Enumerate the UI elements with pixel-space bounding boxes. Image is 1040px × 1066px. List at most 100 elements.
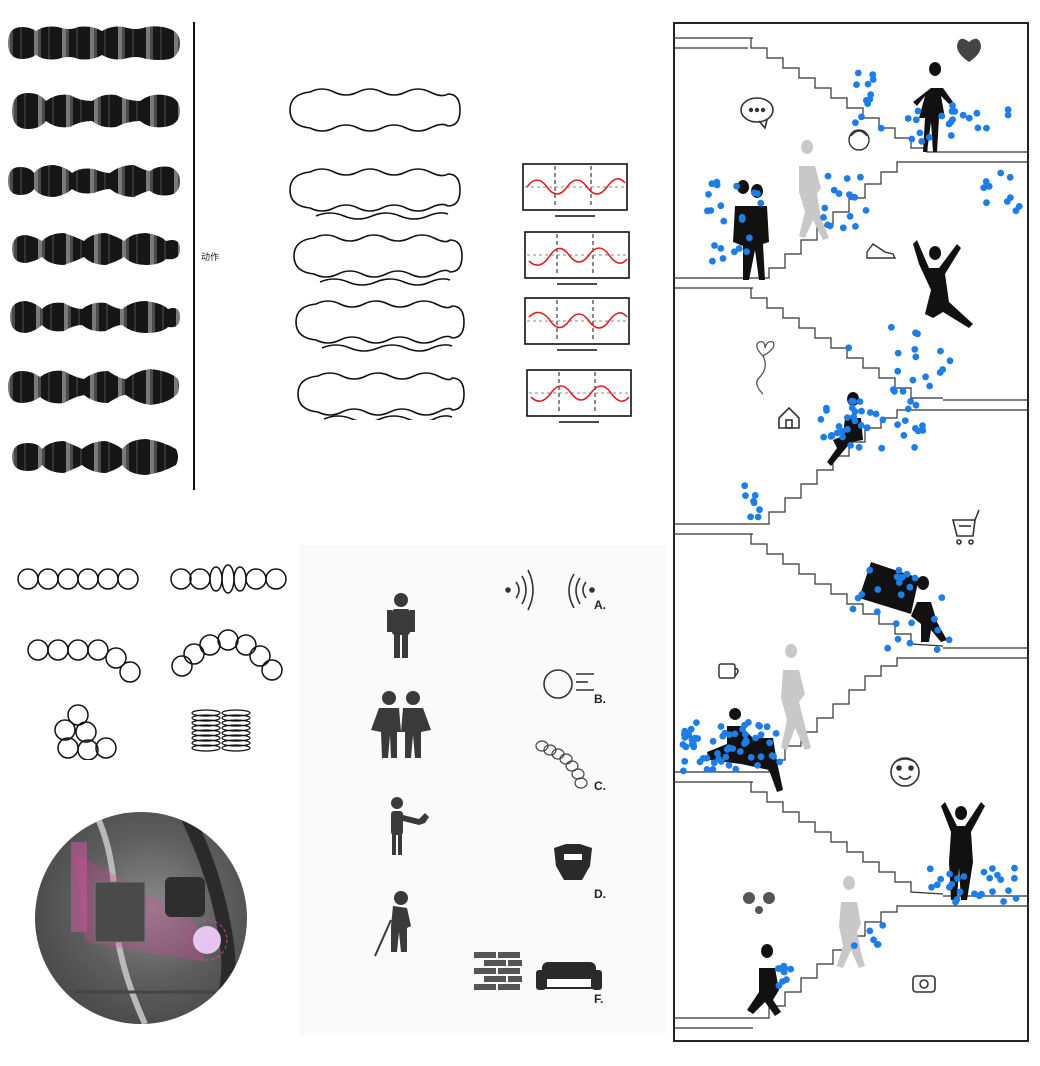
blue-ball xyxy=(742,492,749,499)
blue-ball xyxy=(828,432,835,439)
blue-ball xyxy=(732,765,740,773)
blue-ball xyxy=(997,169,1005,177)
blue-ball xyxy=(898,574,906,581)
blue-ball xyxy=(835,190,843,198)
blue-ball xyxy=(891,387,898,395)
blue-ball xyxy=(925,134,933,141)
blue-ball xyxy=(946,357,954,365)
walking-ghost-silhouette-3 xyxy=(837,876,865,968)
circle-row-straight xyxy=(17,568,139,590)
house-icon xyxy=(778,406,800,429)
blue-ball xyxy=(853,81,860,88)
pushing-sofa-silhouette xyxy=(859,562,947,642)
blue-ball xyxy=(824,172,832,180)
circle-arrangements xyxy=(17,564,287,760)
speech-bubble-icon xyxy=(740,97,774,130)
blue-ball xyxy=(926,382,933,390)
blue-ball xyxy=(951,108,959,115)
blue-ball xyxy=(911,346,919,353)
blue-ball xyxy=(833,429,841,437)
blue-ball xyxy=(1003,198,1011,205)
blue-ball xyxy=(681,757,689,765)
option-label-d: D. xyxy=(594,887,606,901)
blue-ball xyxy=(878,444,886,452)
blue-ball xyxy=(938,594,946,601)
blue-ball xyxy=(879,416,887,424)
child-kneeling-silhouette xyxy=(747,944,781,1016)
woman-dancing-silhouette xyxy=(913,62,953,152)
blue-ball xyxy=(1015,203,1023,210)
blue-ball xyxy=(857,422,865,429)
blue-ball xyxy=(954,875,961,883)
blue-ball xyxy=(839,224,847,232)
blue-ball xyxy=(1004,111,1012,119)
blue-ball xyxy=(763,723,771,731)
coffee-cup-icon xyxy=(718,663,739,679)
blue-ball xyxy=(741,482,749,490)
cylinder-row-6 xyxy=(8,369,179,405)
blue-ball xyxy=(858,113,865,121)
sine-wave-panels xyxy=(522,163,632,423)
blue-ball xyxy=(907,398,914,405)
blue-ball xyxy=(752,734,759,742)
blue-ball xyxy=(908,135,916,143)
circle-row-bend xyxy=(27,639,141,683)
paw-balloons-icon xyxy=(743,892,775,914)
blue-ball xyxy=(906,583,914,591)
cylinder-row-4 xyxy=(12,233,180,265)
blue-ball xyxy=(770,753,777,760)
blue-ball xyxy=(926,865,934,873)
blue-ball xyxy=(817,416,825,423)
blue-ball xyxy=(844,414,851,421)
blue-ball xyxy=(1000,898,1007,905)
blue-ball xyxy=(931,615,938,623)
blue-ball xyxy=(851,193,859,201)
blue-ball xyxy=(1011,874,1018,882)
device-photo xyxy=(35,812,247,1024)
wavy-outline-5 xyxy=(297,372,465,416)
blue-ball xyxy=(893,573,901,581)
blue-ball xyxy=(754,762,761,769)
option-label-f: F. xyxy=(594,992,604,1006)
blue-ball xyxy=(980,868,988,876)
blue-ball xyxy=(862,207,870,214)
blue-ball xyxy=(725,761,733,769)
transformer-logo-icon xyxy=(554,844,592,880)
blue-ball xyxy=(717,202,725,210)
blue-ball xyxy=(845,344,853,352)
blue-ball xyxy=(854,69,862,77)
blue-ball xyxy=(757,731,765,739)
wavy-outlines xyxy=(289,88,465,420)
blue-ball xyxy=(895,566,903,574)
blue-ball xyxy=(869,76,877,83)
blue-ball xyxy=(739,725,746,733)
blue-ball xyxy=(975,892,983,900)
blue-ball xyxy=(895,579,903,586)
wavy-outline-1 xyxy=(289,88,461,132)
blue-ball xyxy=(900,432,908,439)
blue-ball xyxy=(945,636,953,644)
sound-waves-icon xyxy=(505,569,595,611)
blue-ball xyxy=(980,184,988,192)
blue-ball xyxy=(879,922,887,929)
blue-ball xyxy=(688,741,696,748)
blue-ball xyxy=(866,95,874,103)
blue-ball xyxy=(757,753,765,761)
blue-ball xyxy=(681,727,689,735)
blue-ball xyxy=(922,373,929,381)
blue-ball xyxy=(846,212,854,220)
wavy-outline-4 xyxy=(295,300,465,344)
blue-ball xyxy=(866,927,874,935)
blue-ball xyxy=(918,138,926,145)
blue-ball xyxy=(693,719,700,726)
blue-ball-clusters xyxy=(679,69,1023,989)
blue-ball xyxy=(839,433,846,441)
blue-ball xyxy=(985,182,993,190)
motion-label: 动作 xyxy=(201,253,220,263)
blue-ball xyxy=(946,870,953,878)
blue-ball xyxy=(877,124,885,132)
sine-box-3 xyxy=(524,297,630,351)
reclining-person-silhouette xyxy=(707,708,783,792)
camera-icon xyxy=(912,975,936,993)
businessman-icon xyxy=(387,593,415,658)
